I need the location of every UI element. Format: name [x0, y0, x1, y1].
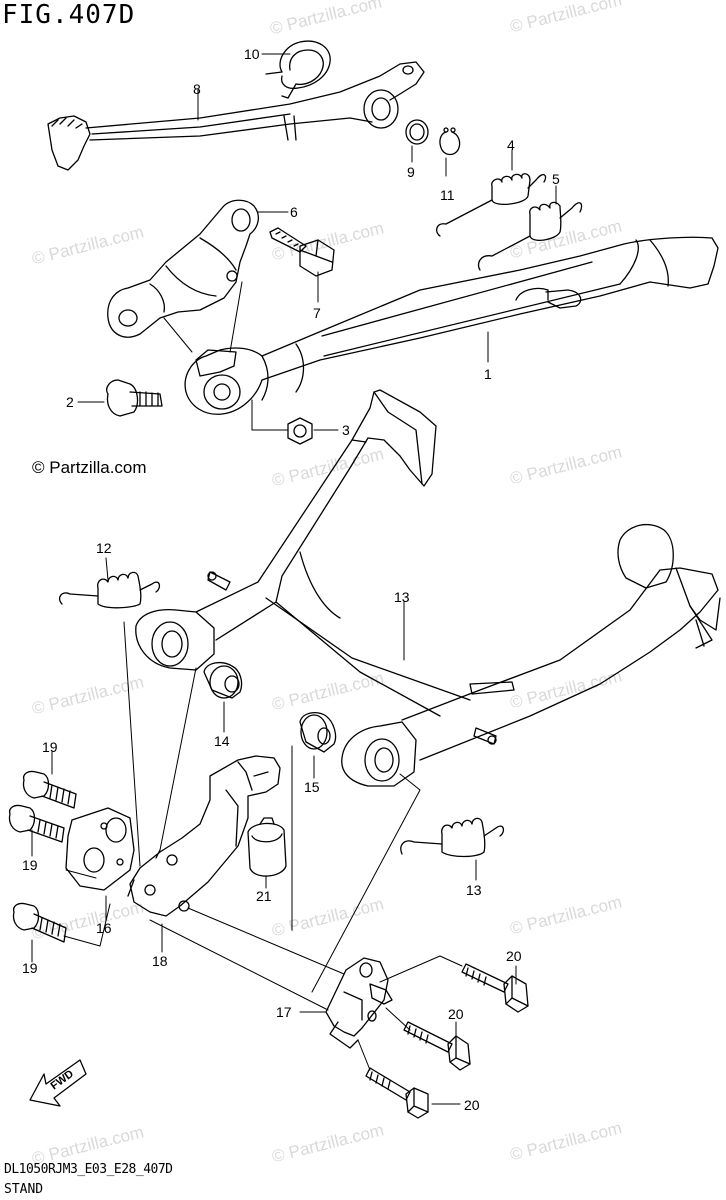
center-stand-spring-left[interactable] — [58, 571, 161, 609]
assembly-lines-upper — [163, 281, 289, 431]
bolt-20-bottom[interactable] — [365, 1067, 429, 1119]
callout-21: 21 — [256, 888, 272, 904]
watermark-primary: © Partzilla.com — [32, 458, 147, 477]
bracket-bolt[interactable] — [269, 227, 335, 277]
callout-19-middle: 19 — [22, 857, 38, 873]
callout-13-upper: 12 — [96, 540, 112, 556]
forward-label: FWD — [49, 1068, 76, 1092]
callout-13-lower: 13 — [466, 882, 482, 898]
callout-8: 8 — [193, 81, 201, 97]
mounting-bracket[interactable] — [127, 755, 281, 917]
callout-4: 4 — [507, 137, 515, 153]
bushing-left[interactable] — [203, 661, 243, 699]
callout-20-middle: 20 — [448, 1006, 464, 1022]
figure-name: STAND — [4, 1182, 44, 1197]
return-spring-lower[interactable] — [477, 201, 583, 271]
callout-3: 3 — [342, 422, 350, 438]
bushing-right[interactable] — [299, 711, 337, 753]
callout-12: 13 — [394, 589, 410, 605]
bolt-19-top[interactable] — [22, 770, 77, 809]
callout-7: 7 — [313, 305, 321, 321]
forward-arrow-icon — [29, 1059, 87, 1107]
pedal-spring[interactable] — [265, 40, 331, 99]
brake-pedal[interactable] — [47, 61, 425, 171]
bolt-20-middle[interactable] — [403, 1021, 471, 1071]
callout-5: 5 — [552, 171, 560, 187]
callout-18: 18 — [152, 953, 168, 969]
bolt-19-middle[interactable] — [8, 804, 65, 843]
washer[interactable] — [405, 119, 429, 145]
callout-numbers: 8 10 9 11 4 5 6 7 1 2 3 12 13 14 15 19 1… — [22, 46, 560, 1113]
callout-20-bottom: 20 — [464, 1097, 480, 1113]
pivot-bolt[interactable] — [106, 379, 163, 417]
callout-2: 2 — [66, 394, 74, 410]
center-stand-spring-right[interactable] — [400, 817, 505, 858]
callout-9: 9 — [407, 164, 415, 180]
figure-title: FIG.407D — [2, 0, 136, 30]
callout-19-top: 19 — [42, 739, 58, 755]
bracket-plate-right[interactable] — [325, 957, 393, 1049]
callout-10: 10 — [244, 46, 260, 62]
assembly-lines-lower — [63, 621, 463, 1071]
bolt-19-bottom[interactable] — [12, 902, 67, 943]
callout-11: 11 — [440, 187, 455, 203]
return-spring-upper[interactable] — [435, 173, 547, 237]
center-stand[interactable] — [135, 389, 721, 787]
callout-20-top: 20 — [506, 948, 522, 964]
leader-lines — [31, 53, 557, 1105]
bracket-plate-left[interactable] — [65, 807, 135, 891]
callout-19-bottom: 19 — [22, 960, 38, 976]
side-stand[interactable] — [184, 236, 719, 415]
pivot-nut[interactable] — [287, 417, 313, 445]
callout-15: 15 — [304, 779, 320, 795]
side-stand-bracket[interactable] — [107, 199, 260, 338]
bolt-20-top[interactable] — [461, 963, 529, 1013]
callout-6: 6 — [290, 204, 298, 220]
callout-1: 1 — [484, 366, 492, 382]
figure-code: DL1050RJM3_E03_E28_407D — [4, 1162, 173, 1177]
callout-14: 14 — [214, 733, 230, 749]
stopper-rubber[interactable] — [247, 817, 287, 877]
callout-16: 16 — [96, 920, 112, 936]
callout-17: 17 — [276, 1004, 292, 1020]
circlip[interactable] — [439, 127, 461, 156]
